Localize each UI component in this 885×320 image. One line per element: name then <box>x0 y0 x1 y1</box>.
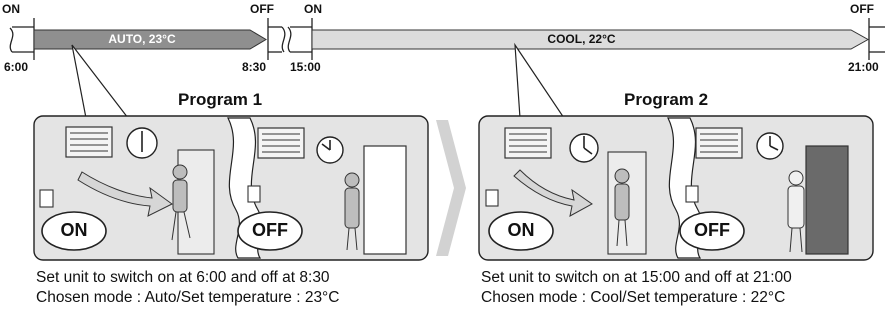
next-program-arrow-icon <box>436 120 466 256</box>
air-conditioner-icon <box>258 128 304 158</box>
seg1-end-time: 8:30 <box>242 60 266 74</box>
auto-bar-label: AUTO, 23°C <box>34 31 250 48</box>
cool-bar-label: COOL, 22°C <box>312 31 851 48</box>
wall-switch-icon <box>686 186 698 202</box>
wall-switch-icon <box>248 186 260 202</box>
seg2-end-time: 21:00 <box>848 60 879 74</box>
program1-on-badge: ON <box>42 220 106 241</box>
air-conditioner-icon <box>505 128 551 158</box>
program1-caption-line2: Chosen mode : Auto/Set temperature : 23°… <box>36 288 339 308</box>
wall-switch-icon <box>486 190 498 206</box>
program1-caption: Set unit to switch on at 6:00 and off at… <box>36 268 339 308</box>
program2-caption-line2: Chosen mode : Cool/Set temperature : 22°… <box>481 288 792 308</box>
door-icon <box>806 146 848 254</box>
air-conditioner-icon <box>696 128 742 158</box>
program2-off-badge: OFF <box>680 220 744 241</box>
program1-caption-line1: Set unit to switch on at 6:00 and off at… <box>36 268 339 288</box>
door-icon <box>364 146 406 254</box>
program2-caption: Set unit to switch on at 15:00 and off a… <box>481 268 792 308</box>
program1-off-badge: OFF <box>238 220 302 241</box>
program2-on-badge: ON <box>489 220 553 241</box>
callout-pointer-2 <box>515 45 564 118</box>
program2-title: Program 2 <box>624 90 708 110</box>
seg1-start-time: 6:00 <box>4 60 28 74</box>
wall-switch-icon <box>40 190 53 207</box>
program1-title: Program 1 <box>178 90 262 110</box>
callout-pointer-1 <box>72 45 128 118</box>
program2-caption-line1: Set unit to switch on at 15:00 and off a… <box>481 268 792 288</box>
seg2-start-time: 15:00 <box>290 60 321 74</box>
air-conditioner-icon <box>66 127 112 157</box>
